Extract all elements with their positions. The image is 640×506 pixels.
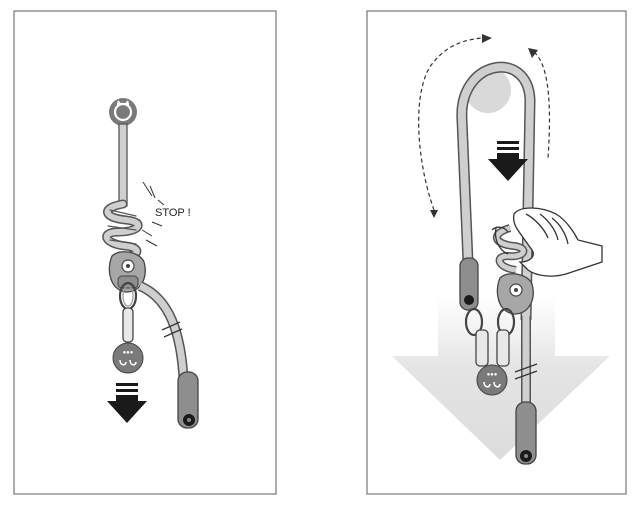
rope-cut-icon xyxy=(161,321,183,338)
arrowheads xyxy=(430,34,538,218)
arrow-down-icon xyxy=(107,383,147,423)
stop-label: STOP ! xyxy=(155,207,191,219)
svg-text:●●●: ●●● xyxy=(123,350,134,356)
rope-upper xyxy=(118,123,128,207)
impact-burst-lines xyxy=(141,181,165,247)
rope-end-termination xyxy=(177,371,199,429)
rope-end-termination xyxy=(515,401,537,465)
rope-lower xyxy=(137,281,189,389)
rope-slack-loops xyxy=(102,199,143,261)
rope-slack-loops xyxy=(493,224,528,274)
right-panel: ●●● xyxy=(366,10,627,495)
lanyard xyxy=(122,307,134,350)
anchor-icon xyxy=(109,98,137,126)
arrow-down-icon xyxy=(488,141,528,181)
hand-icon xyxy=(491,207,603,277)
lanyard-right xyxy=(496,329,510,367)
rope-loop xyxy=(456,61,536,321)
load-weight-icon: ●●● xyxy=(112,342,144,374)
left-panel-frame xyxy=(13,10,277,495)
left-panel: STOP ! ●●● xyxy=(13,10,277,495)
rope-cut-icon xyxy=(514,363,538,380)
rope-movement-arrows xyxy=(418,37,551,211)
svg-text:●●●: ●●● xyxy=(487,372,498,378)
carabiner-left xyxy=(464,307,484,337)
belay-device xyxy=(496,273,534,315)
lanyard-left xyxy=(475,329,489,367)
load-weight-icon: ●●● xyxy=(476,364,508,396)
rope-end-left xyxy=(459,257,479,311)
